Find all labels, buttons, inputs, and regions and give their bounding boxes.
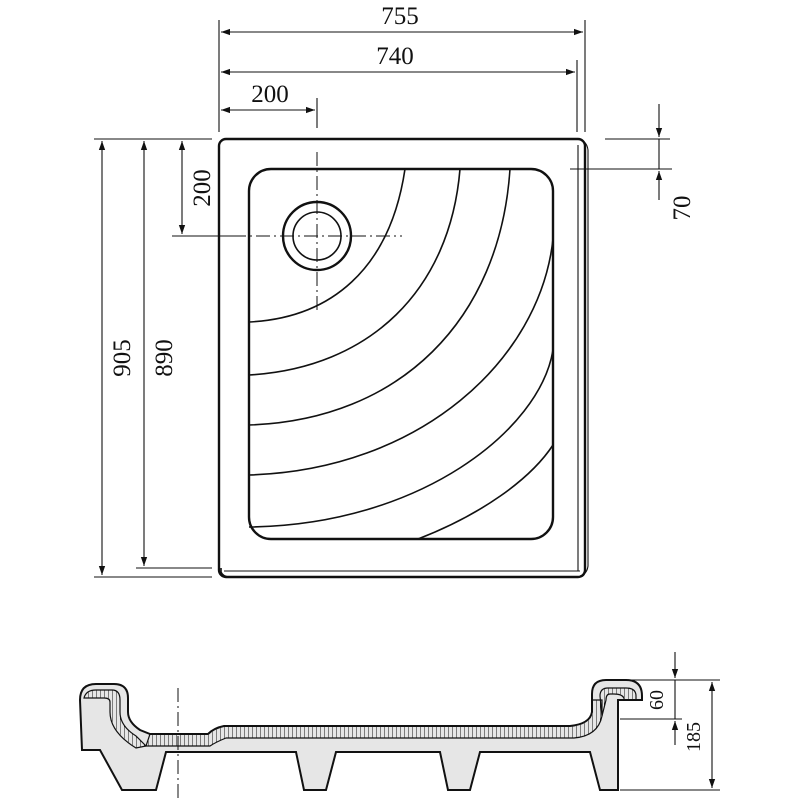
dim-total-height: 185 <box>683 722 705 752</box>
dim-inner-length: 890 <box>151 339 178 377</box>
right-rim-hatching <box>599 687 637 717</box>
dim-rim-offset: 70 <box>669 196 696 221</box>
dim-drain-offset-x: 200 <box>251 81 289 108</box>
dim-overall-length: 905 <box>109 339 136 377</box>
dim-inner-width: 740 <box>376 43 414 70</box>
left-rim-hatching <box>83 689 148 749</box>
extension-lines <box>94 20 672 578</box>
plan-view: 755 740 200 905 890 200 70 <box>94 3 696 579</box>
section-view: 60 185 <box>78 652 720 800</box>
dim-rim-height: 60 <box>646 690 668 710</box>
section-extension-lines <box>606 679 720 791</box>
dimension-lines <box>98 28 663 575</box>
dim-drain-offset-y: 200 <box>189 169 216 207</box>
anti-slip-grooves <box>248 168 554 540</box>
drain-outlet <box>232 152 402 312</box>
dim-overall-width: 755 <box>381 3 419 30</box>
tray-outer-outline <box>217 137 589 579</box>
section-dimension-lines <box>671 652 716 788</box>
tray-basin <box>247 167 555 541</box>
